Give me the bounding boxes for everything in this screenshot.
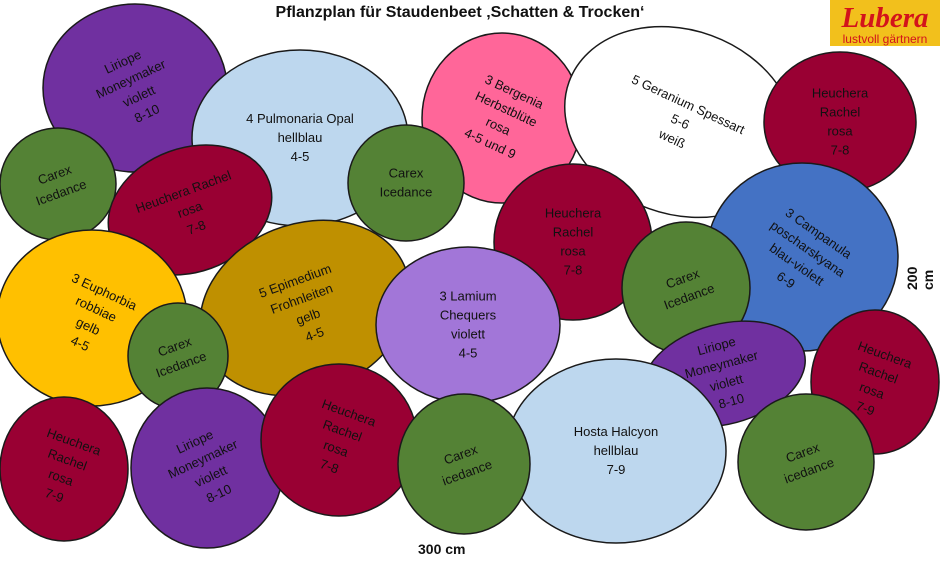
- plant-label-line: Carex: [389, 166, 424, 181]
- plant-label-line: 7-8: [185, 217, 208, 238]
- logo-brand: Lubera: [841, 2, 929, 34]
- plant-area-7: [347, 124, 465, 242]
- logo-tagline: lustvoll gärtnern: [842, 32, 928, 46]
- plant-label-line: 7-9: [854, 398, 877, 419]
- plant-17: Hosta Halcyon hellblau 7-9: [505, 358, 727, 544]
- plant-label-line: Chequers: [440, 308, 497, 323]
- plant-22: Carexicedance: [737, 393, 875, 531]
- plant-9: 3 Campanulaposcharskyanablau-violett6-9: [705, 162, 899, 352]
- plant-area-5: [0, 127, 117, 241]
- plant-label-line: 4 Pulmonaria Opal: [246, 111, 354, 126]
- plant-label-line: Rachel: [820, 105, 861, 120]
- plant-label-line: 7-9: [607, 462, 626, 477]
- plant-area-20: [260, 363, 418, 517]
- plant-label-line: Heuchera: [812, 86, 869, 101]
- plant-area-21: [397, 393, 531, 535]
- plant-21: Carexicedance: [397, 393, 531, 535]
- plant-5: CarexIcedance: [0, 127, 117, 241]
- plant-area-12: [375, 246, 561, 404]
- plant-label-line: 7-8: [318, 456, 341, 477]
- plant-2: 3 BergeniaHerbstblüterosa4-5 und 9: [421, 32, 583, 204]
- plant-6: Heuchera Rachelrosa7-8: [107, 144, 273, 276]
- height-dimension-label: 200 cm: [904, 266, 936, 290]
- plant-label-line: rosa: [827, 124, 853, 139]
- plant-label-line: 4-5: [68, 333, 91, 355]
- lubera-logo: Lubera lustvoll gärtnern: [830, 0, 940, 46]
- plant-label-line: 5-6: [669, 111, 692, 133]
- plant-20: HeucheraRachelrosa7-8: [260, 363, 418, 517]
- plant-label-line: hellblau: [594, 443, 639, 458]
- plant-label-line: Heuchera: [545, 206, 602, 221]
- plant-label-line: hellblau: [278, 130, 323, 145]
- plant-label-1: 4 Pulmonaria Opal hellblau 4-5: [246, 111, 354, 164]
- plant-label-line: 7-8: [564, 263, 583, 278]
- plant-label-line: 3 Lamium: [439, 289, 496, 304]
- plant-label-line: rosa: [560, 244, 586, 259]
- width-dimension-label: 300 cm: [418, 541, 466, 557]
- plant-19: LiriopeMoneymakerviolett8-10: [130, 387, 284, 549]
- plant-label-line: Hosta Halcyon: [574, 424, 659, 439]
- page-title: Pflanzplan für Staudenbeet ‚Schatten & T…: [275, 4, 645, 21]
- plant-label-line: 8-10: [717, 390, 746, 411]
- plant-18: HeucheraRachelrosa7-9: [0, 396, 129, 542]
- plant-label-17: Hosta Halcyon hellblau 7-9: [574, 424, 659, 477]
- plant-area-18: [0, 396, 129, 542]
- plant-0: LiriopeMoneymakerviolett8-10: [42, 3, 228, 173]
- plant-label-line: Icedance: [380, 185, 433, 200]
- plant-label-line: 4-5: [459, 346, 478, 361]
- plant-label-line: 7-8: [831, 143, 850, 158]
- plant-area-19: [130, 387, 284, 549]
- plant-label-line: 7-9: [43, 485, 66, 506]
- plant-label-line: 4-5: [303, 324, 326, 345]
- plant-label-line: 4-5: [291, 149, 310, 164]
- plant-label-line: violett: [451, 327, 485, 342]
- plant-area-22: [737, 393, 875, 531]
- plant-label-line: Rachel: [553, 225, 594, 240]
